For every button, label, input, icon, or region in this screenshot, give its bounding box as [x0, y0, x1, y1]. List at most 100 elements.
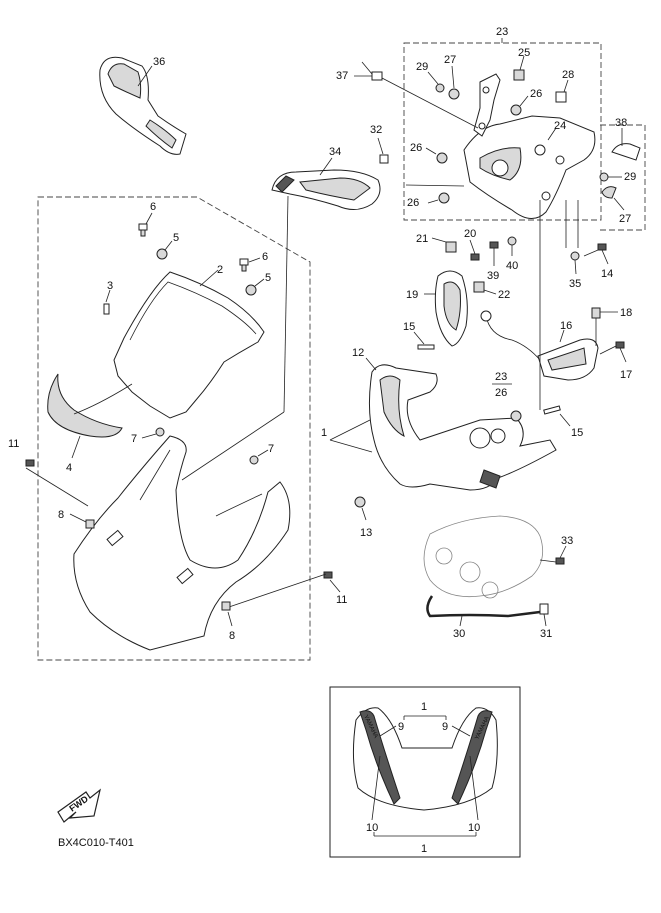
front-cowling-part-1[interactable]: [73, 435, 291, 651]
callout-38: 38: [615, 117, 627, 129]
callout-23b: 23: [495, 371, 507, 383]
leader-10-left: [371, 755, 381, 821]
leader-9-left: [379, 725, 397, 737]
callout-8a: 8: [58, 509, 64, 521]
leader-16: [559, 329, 565, 343]
leader-6b: [248, 257, 261, 263]
cable-part-30[interactable]: [426, 595, 541, 618]
callout-15b: 15: [571, 427, 583, 439]
nut-part-26-lower[interactable]: [510, 410, 522, 422]
leader-7b: [257, 449, 269, 457]
callout-12: 12: [352, 347, 364, 359]
collar-part-32[interactable]: [379, 154, 389, 164]
collar-part-28[interactable]: [555, 91, 567, 103]
washer-part-40[interactable]: [507, 236, 517, 246]
callout-33: 33: [561, 535, 573, 547]
leader-17-link: [599, 345, 617, 355]
callout-21: 21: [416, 233, 428, 245]
screw-part-33[interactable]: [555, 557, 565, 565]
callout-13: 13: [360, 527, 372, 539]
nut-part-26c[interactable]: [438, 192, 450, 204]
callout-39: 39: [487, 270, 499, 282]
collar-part-37[interactable]: [361, 61, 383, 81]
screw-part-17[interactable]: [615, 341, 625, 349]
leader-33: [559, 545, 567, 559]
leader-2: [199, 269, 219, 287]
nut-part-13[interactable]: [354, 496, 366, 508]
leader-31: [543, 613, 547, 627]
clip-part-15b[interactable]: [543, 405, 561, 415]
inset-callout-10-left: 10: [366, 822, 378, 834]
grommet-part-8b[interactable]: [221, 601, 231, 611]
screw-part-6b[interactable]: [239, 258, 249, 272]
callout-26c: 26: [407, 197, 419, 209]
callout-28: 28: [562, 69, 574, 81]
nut-part-29b[interactable]: [599, 172, 609, 182]
callout-26d: 26: [495, 387, 507, 399]
leader-7a: [141, 433, 157, 439]
leader-36: [137, 65, 153, 87]
cowling-group-outline: [37, 196, 311, 661]
leader-33-link: [539, 559, 557, 563]
grommet-part-7a[interactable]: [155, 427, 165, 437]
leader-12-to-1: [329, 419, 371, 441]
callout-22: 22: [498, 289, 510, 301]
leader-26b: [425, 147, 437, 155]
collar-part-35[interactable]: [570, 251, 580, 261]
nut-part-5b[interactable]: [245, 284, 257, 296]
nut-part-26b[interactable]: [436, 152, 448, 164]
bolt-part-11b[interactable]: [323, 571, 333, 579]
callout-2: 2: [217, 264, 223, 276]
leader-28: [563, 79, 569, 93]
nut-part-26a[interactable]: [510, 104, 522, 116]
lamp-part-16[interactable]: [537, 338, 599, 381]
clip-part-38[interactable]: [611, 143, 641, 161]
nut-part-5a[interactable]: [156, 248, 168, 260]
leader-35: [574, 259, 577, 275]
leader-3: [105, 289, 111, 303]
clip-part-3[interactable]: [103, 303, 110, 315]
leader-5b: [254, 278, 265, 287]
cover-part-34[interactable]: [271, 169, 381, 210]
leader-26a: [519, 95, 529, 107]
grommet-part-7b[interactable]: [249, 455, 259, 465]
leader-15a: [413, 331, 425, 345]
leader-27b: [613, 197, 625, 211]
panel-part-4[interactable]: [47, 373, 133, 438]
callout-20: 20: [464, 228, 476, 240]
leader-34: [319, 157, 333, 176]
nut-part-29a[interactable]: [435, 83, 445, 93]
screw-part-39[interactable]: [489, 241, 499, 249]
nut-part-21[interactable]: [445, 241, 457, 253]
stay-bracket-part-24[interactable]: [463, 115, 596, 219]
leader-14-link: [583, 249, 599, 257]
headlight-part-19[interactable]: [434, 270, 468, 347]
collar-part-27b[interactable]: [601, 186, 617, 199]
bolt-part-11a[interactable]: [25, 459, 35, 467]
clip-part-25[interactable]: [513, 69, 525, 81]
clip-part-15a[interactable]: [417, 344, 435, 350]
leader-34-to-1b: [181, 411, 285, 481]
mirror-part-36[interactable]: [99, 56, 187, 155]
callout-26b: 26: [410, 142, 422, 154]
screw-part-14[interactable]: [597, 243, 607, 251]
callout-23a: 23: [496, 26, 508, 38]
bulb-part-31[interactable]: [539, 603, 549, 615]
grommet-part-8a[interactable]: [85, 519, 95, 529]
collar-part-27-top[interactable]: [448, 88, 460, 100]
screw-part-20[interactable]: [470, 253, 480, 261]
clip-part-22[interactable]: [473, 281, 485, 293]
screw-part-6a[interactable]: [138, 223, 148, 237]
callout-15a: 15: [403, 321, 415, 333]
leader-21: [431, 237, 447, 243]
callout-35: 35: [569, 278, 581, 290]
callout-26a: 26: [530, 88, 542, 100]
inner-cowling-part-12[interactable]: [368, 364, 557, 491]
callout-11a: 11: [8, 438, 19, 450]
callout-16: 16: [560, 320, 572, 332]
windshield-part-2[interactable]: [113, 271, 265, 419]
grommet-part-18[interactable]: [591, 307, 601, 319]
bracket-part-27a[interactable]: [473, 73, 501, 137]
inset-callout-9-right: 9: [442, 721, 448, 733]
